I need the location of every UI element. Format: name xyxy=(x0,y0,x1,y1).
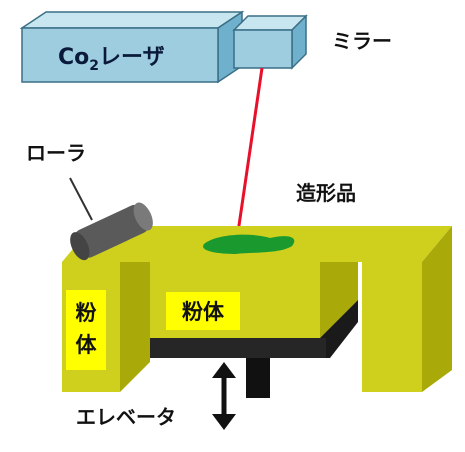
laser-prefix: Co xyxy=(58,45,89,70)
laser-subscript: 2 xyxy=(89,58,99,74)
powder-left-box: 粉 体 xyxy=(66,290,106,370)
roller-leader xyxy=(69,177,93,221)
co2-laser: Co2レーザ xyxy=(19,10,245,84)
built-part xyxy=(203,234,295,254)
mirror-label: ミラー xyxy=(332,29,392,53)
svg-text:Co2レーザ: Co2レーザ xyxy=(58,45,165,74)
powder-left-line2: 体 xyxy=(76,333,98,357)
build-platform xyxy=(150,300,358,358)
elevator-arrow xyxy=(212,362,236,430)
elevator-shaft xyxy=(246,358,270,398)
powder-center-label: 粉体 xyxy=(182,300,225,324)
laser-suffix: レーザ xyxy=(99,45,165,70)
laser-beam xyxy=(234,67,264,247)
powder-center-box: 粉体 xyxy=(166,292,240,330)
part-label: 造形品 xyxy=(296,181,356,205)
roller-label: ローラ xyxy=(26,141,86,165)
mirror xyxy=(232,14,308,70)
roller xyxy=(70,202,153,261)
elevator-label: エレベータ xyxy=(76,405,176,429)
powder-left-line1: 粉 xyxy=(76,301,97,325)
